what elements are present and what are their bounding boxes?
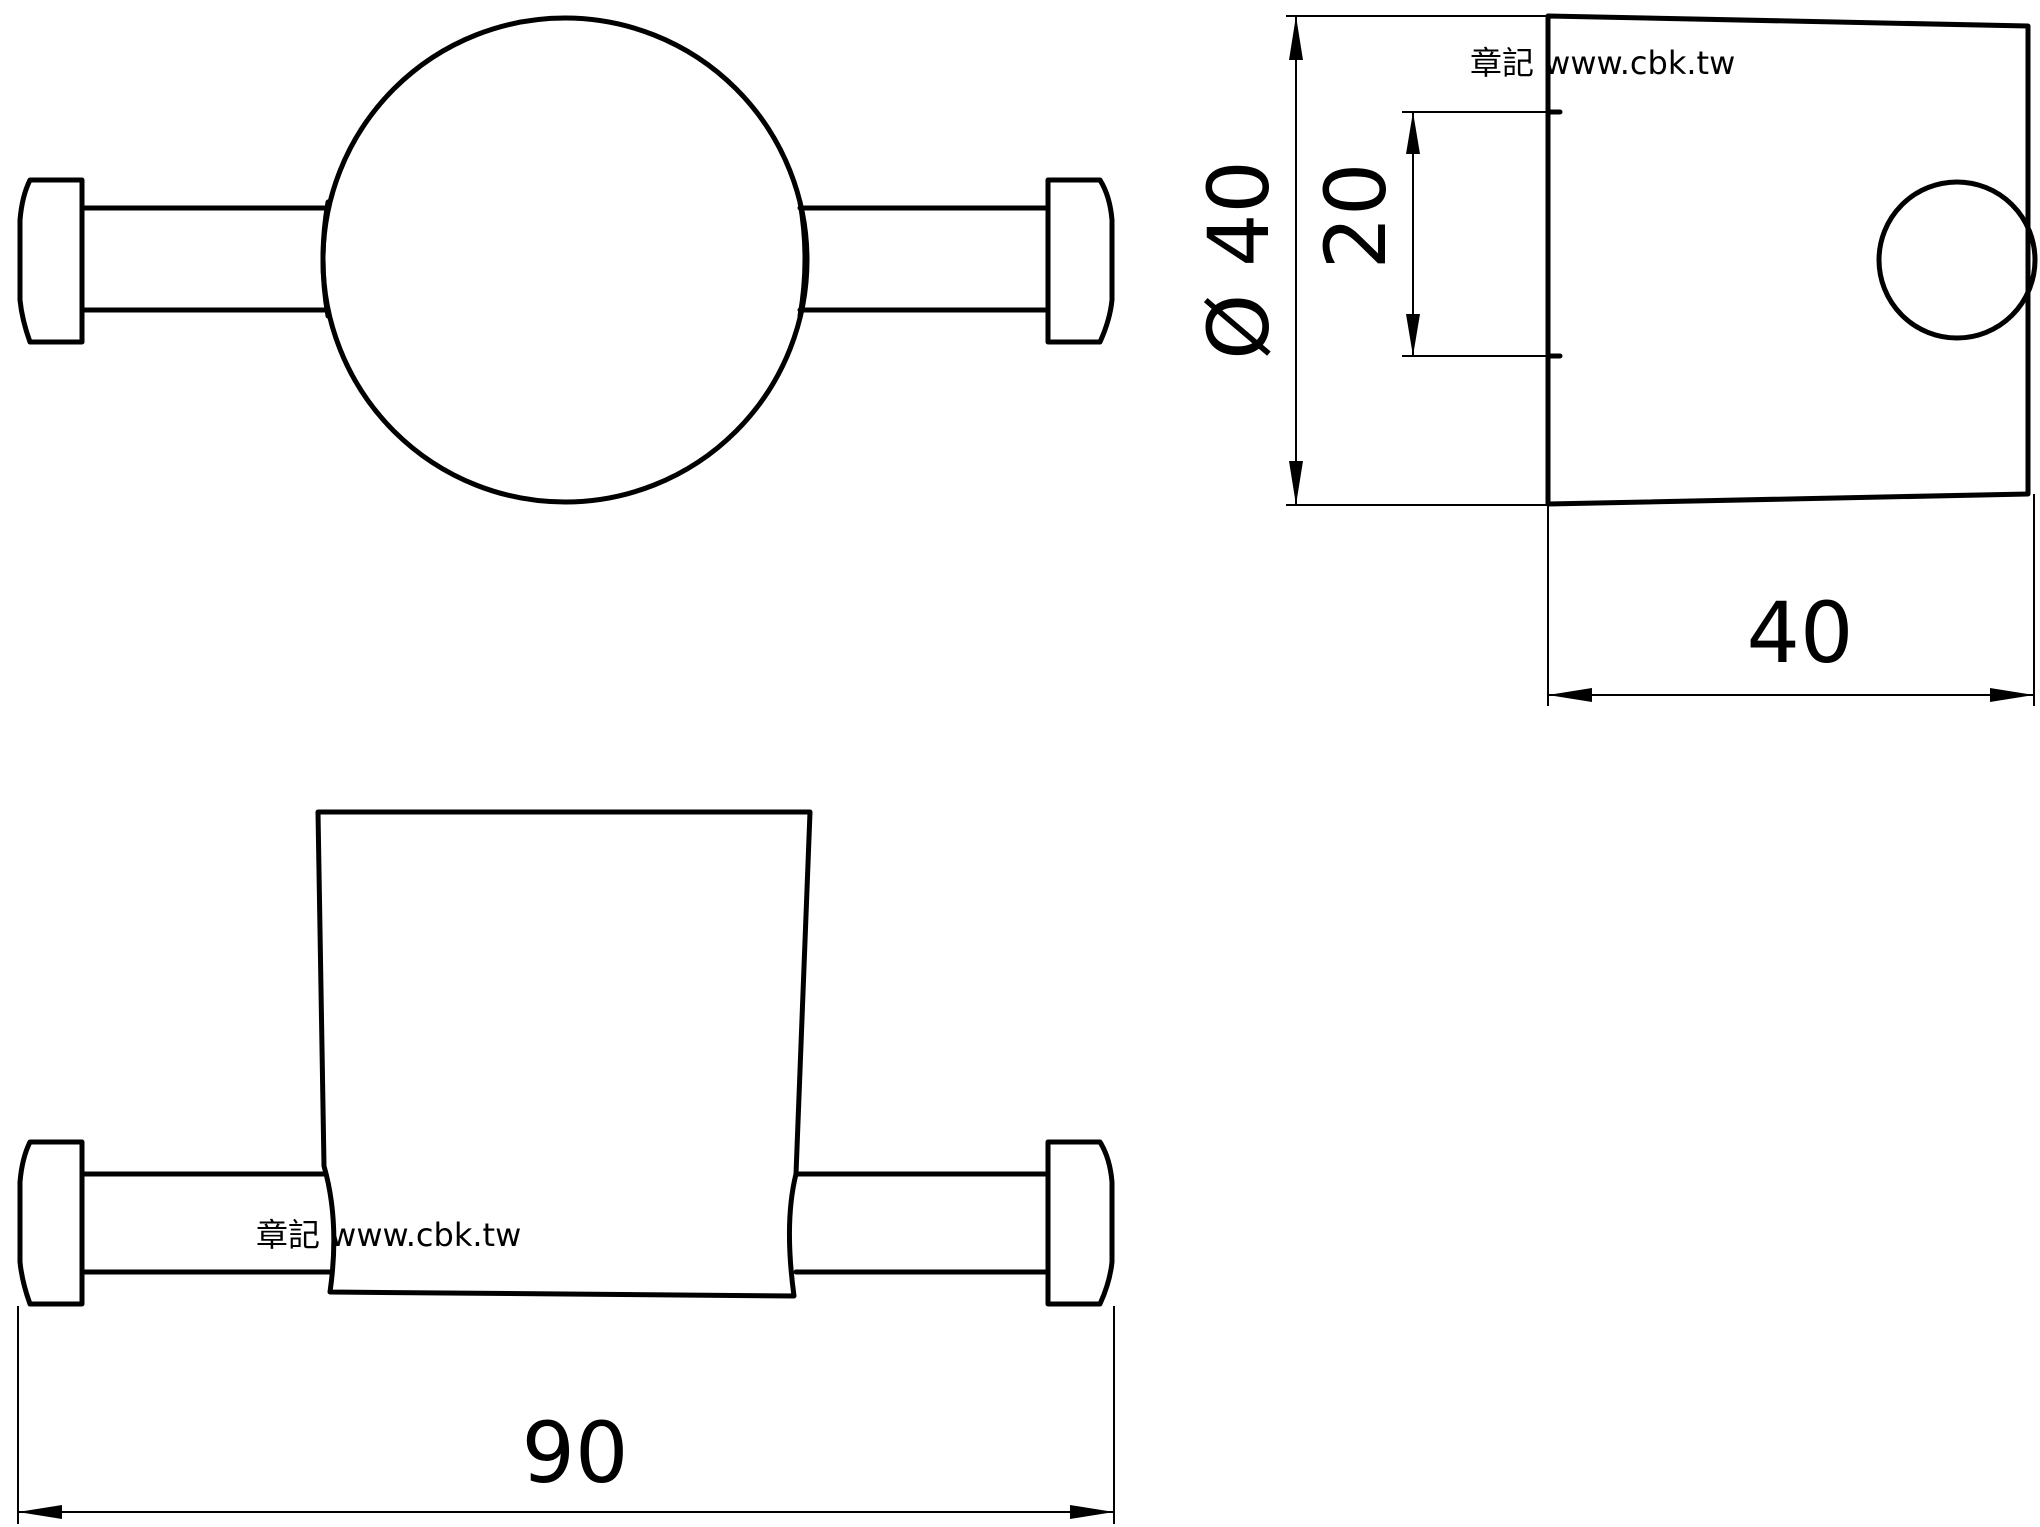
base-plate-circle [320,15,810,505]
top-view [17,809,1115,1307]
left-end-cap [17,177,85,345]
dim-depth: 40 [1547,494,2035,706]
right-arm [797,199,1051,319]
dim-total-width: 90 [17,1306,1115,1524]
diameter-label: Ø 40 [1190,160,1288,360]
depth-label: 40 [1747,584,1854,682]
side-body [1545,13,2031,507]
front-view [17,15,1115,505]
watermark-top: 章記 www.cbk.tw [1470,44,1735,82]
inner-height-label: 20 [1307,163,1405,270]
top-body [315,809,813,1299]
top-right-end-cap [1045,1139,1115,1307]
top-left-arm [79,1171,333,1275]
left-arm [79,199,331,319]
watermark-bottom: 章記 www.cbk.tw [256,1216,521,1254]
dim-inner-height: 20 [1307,111,1548,357]
side-view [1545,13,2038,507]
total-width-label: 90 [522,1404,629,1502]
top-right-arm [793,1171,1051,1275]
top-left-end-cap [17,1139,85,1307]
right-end-cap [1045,177,1115,345]
hook-end-circle [1876,179,2038,341]
dim-diameter: Ø 40 [1190,15,1548,506]
